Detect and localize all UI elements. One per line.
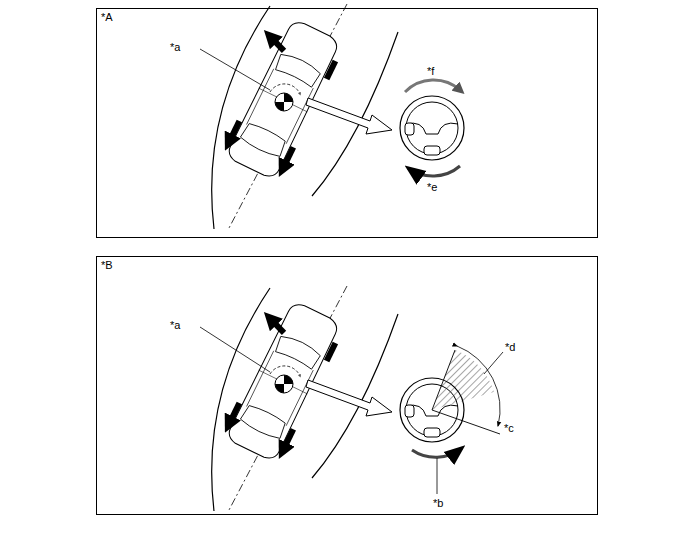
callout-letter: *e xyxy=(427,182,437,193)
callout-letter: *d xyxy=(505,342,515,353)
callout-letter: *a xyxy=(170,320,180,331)
panel-label: *B xyxy=(101,259,113,271)
panel-label: *A xyxy=(101,11,113,23)
callout-letter: *c xyxy=(504,423,514,434)
callout-letter: *b xyxy=(433,498,443,509)
callout-letter: *a xyxy=(170,42,180,53)
figure-panel: *B xyxy=(96,256,598,515)
callout-letter: *f xyxy=(427,66,434,77)
